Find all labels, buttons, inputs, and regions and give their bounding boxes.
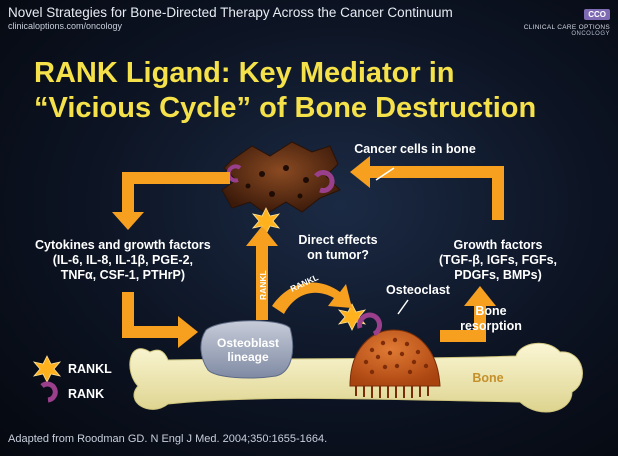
- label-growth-factors: Growth factors (TGF-β, IGFs, FGFs, PDGFs…: [428, 238, 568, 283]
- label-bone-resorption: Bone resorption: [446, 304, 536, 334]
- label-cytokines: Cytokines and growth factors (IL-6, IL-8…: [35, 238, 211, 283]
- citation-footer: Adapted from Roodman GD. N Engl J Med. 2…: [8, 433, 327, 445]
- rankl-star-tumor: [253, 208, 279, 234]
- legend-rank-icon: [42, 384, 55, 400]
- label-osteoclast: Osteoclast: [378, 283, 458, 298]
- label-cytokines-title: Cytokines and growth factors: [35, 238, 211, 253]
- legend-rank-label: RANK: [68, 387, 104, 401]
- rankl-vertical-label: RANKL: [258, 270, 268, 300]
- label-cytokines-line2: (IL-6, IL-8, IL-1β, PGE-2,: [35, 253, 211, 268]
- label-osteoblast-line2: lineage: [206, 350, 290, 364]
- label-bone: Bone: [458, 371, 518, 386]
- arrow-growth-to-tumor: [350, 156, 504, 220]
- label-bone-resorption-line2: resorption: [446, 319, 536, 334]
- legend-rankl-label: RANKL: [68, 362, 112, 376]
- label-osteoblast-lineage: Osteoblast lineage: [206, 336, 290, 364]
- osteoclast-pointer: [398, 300, 408, 314]
- arrow-tumor-to-cytokines: [112, 172, 230, 230]
- label-bone-resorption-line1: Bone: [446, 304, 536, 319]
- label-growth-line2: (TGF-β, IGFs, FGFs,: [428, 253, 568, 268]
- arrow-rankl-curved: [272, 283, 352, 314]
- legend-rankl-icon: [34, 356, 60, 382]
- label-osteoblast-line1: Osteoblast: [206, 336, 290, 350]
- label-direct-effects-line2: on tumor?: [284, 248, 392, 263]
- label-cytokines-line3: TNFα, CSF-1, PTHrP): [35, 268, 211, 283]
- label-growth-title: Growth factors: [428, 238, 568, 253]
- label-direct-effects: Direct effects on tumor?: [284, 233, 392, 263]
- arrow-cytokines-to-osteoblast: [122, 292, 198, 348]
- rank-receptor-osteoclast: [360, 315, 380, 334]
- cancer-cells-cluster: [222, 142, 340, 214]
- label-cancer-cells: Cancer cells in bone: [330, 142, 500, 157]
- label-direct-effects-line1: Direct effects: [284, 233, 392, 248]
- label-growth-line3: PDGFs, BMPs): [428, 268, 568, 283]
